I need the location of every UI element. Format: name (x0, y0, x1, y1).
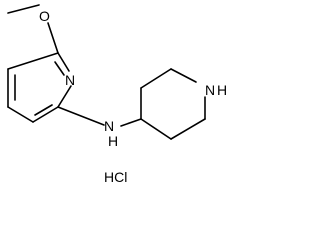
bond-c3-c4 (7, 106, 34, 123)
bond-layer (7, 4, 206, 140)
bond-aromatic-inner-2 (34, 104, 53, 116)
bond-ring-nh (57, 106, 105, 126)
bond-pip-c3-c2 (140, 68, 172, 89)
atom-oxygen-methoxy: O (39, 8, 50, 24)
salt-label: HCl (104, 169, 127, 185)
atom-hydrogen-amine: H (108, 133, 118, 149)
atom-label-layer: O N N H N H (39, 8, 227, 149)
bond-methyl-oxygen (7, 4, 40, 14)
atom-nitrogen-pyridine: N (65, 72, 75, 88)
bond-c2-c3 (32, 106, 59, 123)
chemical-structure: O N N H N H HCl (7, 4, 227, 185)
bond-nh-piperidine (120, 118, 142, 127)
atom-nitrogen-piperidine: N (205, 82, 215, 98)
atom-nitrogen-amine: N (104, 118, 114, 134)
bond-c6-n1 (57, 52, 70, 72)
bond-pip-c2-n1 (170, 68, 197, 83)
atom-hydrogen-piperidine: H (217, 82, 227, 98)
bond-c5-c6 (7, 52, 59, 70)
bond-pip-c5-c4 (140, 118, 172, 140)
bond-n1-c2 (57, 85, 72, 108)
bond-oxygen-ring (47, 22, 59, 54)
bond-aromatic-inner-1 (54, 61, 65, 76)
bond-pip-c6-c5 (170, 118, 206, 140)
